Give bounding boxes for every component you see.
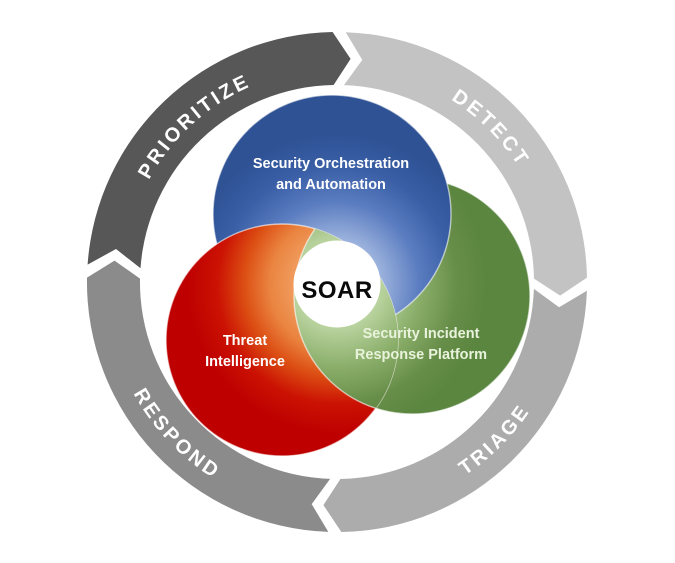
soar-center-circle — [293, 240, 381, 328]
ring-segment-detect — [343, 32, 587, 296]
ring-segment-respond — [86, 260, 331, 532]
ring-segment-prioritize — [87, 32, 351, 269]
sirp-label-line1: Security Incident — [363, 326, 480, 342]
ti-label-line2: Intelligence — [205, 354, 285, 370]
sirp-label-line2: Response Platform — [355, 347, 487, 363]
circle-sirp-edge-highlight — [293, 228, 377, 409]
ring-segment-triage — [323, 288, 587, 532]
soa-label-line2: and Automation — [276, 177, 386, 193]
soar-center-label: SOAR — [301, 277, 372, 304]
soa-label-line1: Security Orchestration — [253, 156, 409, 172]
ti-label-line1: Threat — [223, 333, 267, 349]
venn-circles: Security Orchestration and Automation Th… — [165, 94, 531, 457]
